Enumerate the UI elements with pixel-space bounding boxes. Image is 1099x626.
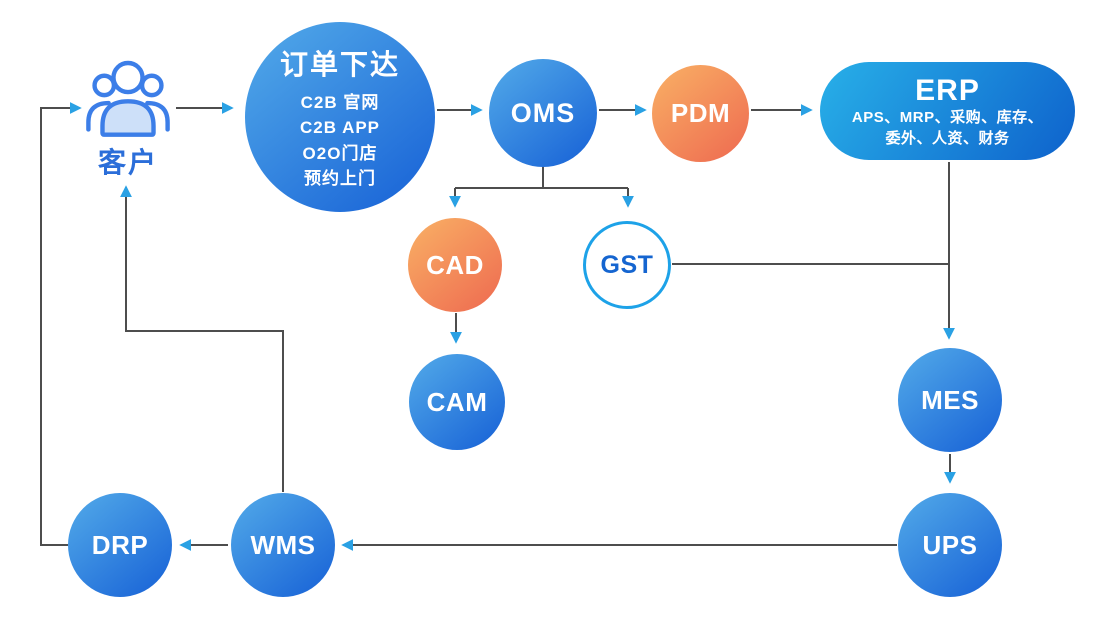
- node-label: MES: [921, 384, 979, 415]
- node-order: 订单下达 C2B 官网 C2B APP O2O门店 预约上门: [245, 22, 435, 212]
- connector-wms-to-customer: [120, 185, 284, 492]
- node-customer: 客户: [78, 53, 178, 181]
- node-cad: CAD: [408, 218, 502, 312]
- erp-title: ERP: [915, 73, 980, 107]
- node-erp: ERP APS、MRP、采购、库存、 委外、人资、财务: [820, 62, 1075, 160]
- node-label: CAD: [426, 249, 484, 280]
- node-cam: CAM: [409, 354, 505, 450]
- order-title: 订单下达: [279, 48, 400, 80]
- node-mes: MES: [898, 348, 1002, 452]
- node-label: PDM: [670, 98, 731, 128]
- node-oms: OMS: [489, 59, 597, 167]
- erp-modules: 委外、人资、财务: [885, 129, 1010, 147]
- node-drp: DRP: [68, 493, 172, 597]
- node-pdm: PDM: [652, 65, 749, 162]
- node-ups: UPS: [898, 493, 1002, 597]
- order-channel: O2O门店: [302, 143, 378, 163]
- order-channel: 预约上门: [304, 169, 376, 188]
- node-label: GST: [600, 250, 654, 279]
- erp-modules: APS、MRP、采购、库存、: [851, 108, 1044, 126]
- customers-icon: [86, 60, 170, 137]
- customer-label: 客户: [97, 147, 158, 178]
- node-label: UPS: [922, 529, 978, 560]
- order-channel: C2B 官网: [300, 92, 380, 112]
- node-label: CAM: [426, 386, 488, 417]
- node-label: DRP: [91, 529, 149, 560]
- order-channel: C2B APP: [299, 118, 381, 137]
- node-wms: WMS: [231, 493, 335, 597]
- node-gst: GST: [583, 221, 671, 309]
- node-label: OMS: [510, 97, 576, 128]
- node-label: WMS: [250, 529, 316, 560]
- connector-drp-to-customer: [40, 102, 82, 546]
